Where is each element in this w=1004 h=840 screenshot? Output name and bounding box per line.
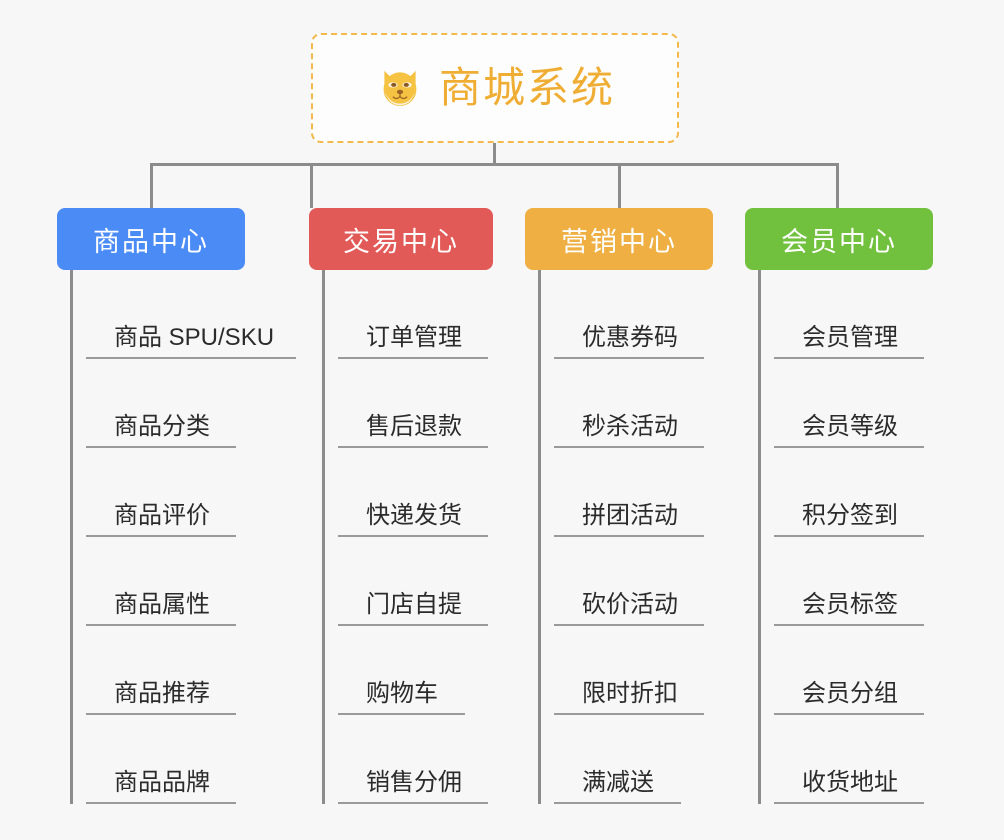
leaf-list-2: 订单管理 售后退款 快递发货 门店自提 购物车 销售分佣: [322, 270, 493, 804]
leaf-item[interactable]: 门店自提: [338, 537, 488, 626]
leaf-item[interactable]: 商品分类: [86, 359, 236, 448]
leaf-item[interactable]: 秒杀活动: [554, 359, 704, 448]
branch-member-center: 会员中心 会员管理 会员等级 积分签到 会员标签 会员分组 收货地址: [745, 208, 933, 804]
connector-drop-3: [618, 163, 621, 208]
leaf-label: 满减送: [582, 769, 654, 797]
shiba-dog-icon: [383, 70, 417, 106]
leaf-label: 销售分佣: [366, 769, 462, 797]
leaf-item[interactable]: 会员标签: [774, 537, 924, 626]
branch-title-4: 会员中心: [781, 226, 897, 257]
leaf-item[interactable]: 拼团活动: [554, 448, 704, 537]
leaf-item[interactable]: 收货地址: [774, 715, 924, 804]
leaf-item[interactable]: 购物车: [338, 626, 465, 715]
leaf-label: 限时折扣: [582, 680, 678, 708]
leaf-item[interactable]: 售后退款: [338, 359, 488, 448]
leaf-label: 会员分组: [802, 680, 898, 708]
leaf-label: 商品推荐: [114, 680, 210, 708]
leaf-item[interactable]: 积分签到: [774, 448, 924, 537]
leaf-label: 优惠券码: [582, 324, 678, 352]
leaf-label: 订单管理: [366, 324, 462, 352]
leaf-label: 商品评价: [114, 502, 210, 530]
leaf-label: 商品品牌: [114, 769, 210, 797]
leaf-item[interactable]: 商品品牌: [86, 715, 236, 804]
leaf-item[interactable]: 订单管理: [338, 270, 488, 359]
leaf-label: 秒杀活动: [582, 413, 678, 441]
leaf-item[interactable]: 会员分组: [774, 626, 924, 715]
leaf-item[interactable]: 会员等级: [774, 359, 924, 448]
leaf-item[interactable]: 砍价活动: [554, 537, 704, 626]
branch-header-2[interactable]: 交易中心: [309, 208, 493, 270]
leaf-item[interactable]: 商品评价: [86, 448, 236, 537]
leaf-label: 售后退款: [366, 413, 462, 441]
connector-horizontal-bus: [150, 163, 839, 166]
leaf-label: 购物车: [366, 680, 438, 708]
branch-header-4[interactable]: 会员中心: [745, 208, 933, 270]
leaf-list-1: 商品 SPU/SKU 商品分类 商品评价 商品属性 商品推荐 商品品牌: [70, 270, 296, 804]
leaf-list-4: 会员管理 会员等级 积分签到 会员标签 会员分组 收货地址: [758, 270, 933, 804]
leaf-item[interactable]: 限时折扣: [554, 626, 704, 715]
branch-marketing-center: 营销中心 优惠券码 秒杀活动 拼团活动 砍价活动 限时折扣 满减送: [525, 208, 713, 804]
connector-drop-2: [310, 163, 313, 208]
leaf-item[interactable]: 商品推荐: [86, 626, 236, 715]
connector-root-stem: [493, 143, 496, 165]
branch-product-center: 商品中心 商品 SPU/SKU 商品分类 商品评价 商品属性 商品推荐 商品品牌: [57, 208, 296, 804]
leaf-item[interactable]: 商品属性: [86, 537, 236, 626]
connector-drop-1: [150, 163, 153, 208]
branch-title-3: 营销中心: [561, 226, 677, 257]
leaf-label: 积分签到: [802, 502, 898, 530]
leaf-label: 会员标签: [802, 591, 898, 619]
leaf-item[interactable]: 优惠券码: [554, 270, 704, 359]
branch-title-1: 商品中心: [93, 226, 209, 257]
branch-trade-center: 交易中心 订单管理 售后退款 快递发货 门店自提 购物车 销售分佣: [309, 208, 493, 804]
leaf-label: 商品 SPU/SKU: [114, 324, 275, 352]
leaf-item[interactable]: 商品 SPU/SKU: [86, 270, 296, 359]
leaf-item[interactable]: 销售分佣: [338, 715, 488, 804]
branch-header-1[interactable]: 商品中心: [57, 208, 245, 270]
leaf-label: 商品分类: [114, 413, 210, 441]
leaf-label: 拼团活动: [582, 502, 678, 530]
leaf-label: 砍价活动: [582, 591, 678, 619]
branch-header-3[interactable]: 营销中心: [525, 208, 713, 270]
leaf-label: 会员等级: [802, 413, 898, 441]
connector-drop-4: [836, 163, 839, 208]
branch-title-2: 交易中心: [343, 226, 459, 257]
leaf-label: 收货地址: [802, 769, 898, 797]
leaf-item[interactable]: 满减送: [554, 715, 681, 804]
leaf-label: 商品属性: [114, 591, 210, 619]
leaf-item[interactable]: 快递发货: [338, 448, 488, 537]
leaf-item[interactable]: 会员管理: [774, 270, 924, 359]
root-title: 商城系统: [438, 64, 615, 111]
leaf-label: 门店自提: [366, 591, 462, 619]
root-node[interactable]: 商城系统: [311, 33, 679, 143]
leaf-list-3: 优惠券码 秒杀活动 拼团活动 砍价活动 限时折扣 满减送: [538, 270, 713, 804]
leaf-label: 快递发货: [366, 502, 462, 530]
leaf-label: 会员管理: [802, 324, 898, 352]
